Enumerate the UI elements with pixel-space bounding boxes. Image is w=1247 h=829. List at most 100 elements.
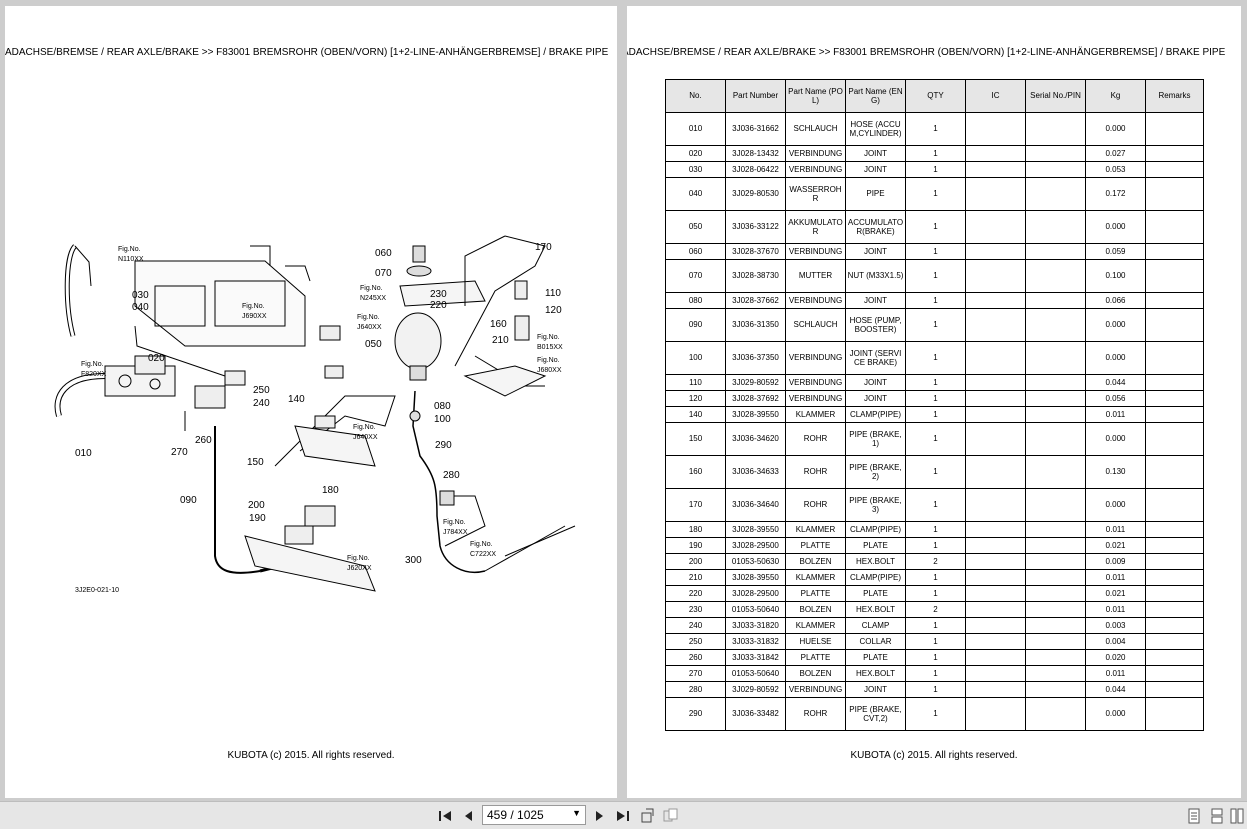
table-cell	[1145, 455, 1204, 489]
table-cell: BOLZEN	[785, 601, 846, 618]
page-number-select[interactable]: 459 / 1025 ▼	[482, 805, 586, 825]
two-page-view-icon[interactable]	[663, 807, 679, 825]
fig-ref-code: N245XX	[360, 295, 386, 302]
table-cell: 1	[905, 537, 966, 554]
table-cell: 3J036-37350	[725, 341, 786, 375]
table-cell: 1	[905, 259, 966, 293]
callout-010: 010	[75, 448, 92, 459]
table-cell: 3J028-06422	[725, 161, 786, 178]
fig-ref-label: Fig.No.	[242, 303, 265, 310]
callout-230: 230	[430, 289, 447, 300]
table-cell: 0.021	[1085, 537, 1146, 554]
table-cell: 0.172	[1085, 177, 1146, 211]
fig-ref-label: Fig.No.	[443, 519, 466, 526]
table-cell: 270	[665, 665, 726, 682]
table-cell	[1025, 537, 1086, 554]
table-cell: 3J036-34640	[725, 488, 786, 522]
table-cell	[1145, 537, 1204, 554]
callout-190: 190	[249, 513, 266, 524]
table-cell: 3J028-29500	[725, 585, 786, 602]
table-cell: 01053-50640	[725, 665, 786, 682]
single-page-view-icon[interactable]	[1187, 807, 1201, 825]
page-number-value: 459 / 1025	[487, 808, 544, 822]
table-cell: 1	[905, 308, 966, 342]
table-cell: 280	[665, 681, 726, 698]
table-cell: 1	[905, 161, 966, 178]
table-cell: 1	[905, 422, 966, 456]
table-cell	[1025, 390, 1086, 407]
table-cell	[965, 553, 1026, 570]
table-cell	[965, 308, 1026, 342]
table-cell: CLAMP(PIPE)	[845, 569, 906, 586]
next-page-icon[interactable]	[593, 807, 607, 825]
table-cell	[1145, 341, 1204, 375]
table-cell: 030	[665, 161, 726, 178]
fig-ref-code: J640XX	[357, 324, 382, 331]
table-cell: 01053-50640	[725, 601, 786, 618]
fig-ref-code: F820XX	[81, 371, 107, 378]
table-cell	[965, 161, 1026, 178]
table-cell: 0.011	[1085, 665, 1146, 682]
table-cell	[965, 681, 1026, 698]
table-cell: 0.100	[1085, 259, 1146, 293]
table-cell	[1145, 617, 1204, 634]
table-cell	[1145, 374, 1204, 391]
table-cell: 150	[665, 422, 726, 456]
table-cell	[965, 569, 1026, 586]
table-cell: 0.004	[1085, 633, 1146, 650]
table-cell: ROHR	[785, 422, 846, 456]
table-cell: 3J033-31842	[725, 649, 786, 666]
table-cell	[1025, 601, 1086, 618]
table-cell	[1145, 585, 1204, 602]
table-cell: 1	[905, 681, 966, 698]
table-cell: JOINT	[845, 292, 906, 309]
table-cell: 080	[665, 292, 726, 309]
callout-270: 270	[171, 447, 188, 458]
fig-ref-code: J784XX	[443, 529, 468, 536]
table-cell	[1145, 681, 1204, 698]
page-header: ADACHSE/BREMSE / REAR AXLE/BRAKE >> F830…	[627, 47, 1226, 58]
table-cell: 3J036-31350	[725, 308, 786, 342]
column-header: Serial No./PIN	[1025, 79, 1086, 113]
previous-page-icon[interactable]	[461, 807, 475, 825]
table-cell	[1145, 308, 1204, 342]
table-cell: PIPE (BRAKE,2)	[845, 455, 906, 489]
table-cell: 1	[905, 585, 966, 602]
facing-view-icon[interactable]	[1230, 807, 1244, 825]
table-cell: 220	[665, 585, 726, 602]
table-cell: SCHLAUCH	[785, 308, 846, 342]
first-page-icon[interactable]	[437, 807, 453, 825]
table-cell: VERBINDUNG	[785, 145, 846, 162]
fig-ref-code: J680XX	[537, 367, 562, 374]
callout-060: 060	[375, 248, 392, 259]
table-cell: 1	[905, 649, 966, 666]
table-cell: 1	[905, 665, 966, 682]
table-cell	[965, 292, 1026, 309]
table-cell: 140	[665, 406, 726, 423]
callout-240: 240	[253, 398, 270, 409]
last-page-icon[interactable]	[615, 807, 631, 825]
table-cell: 0.000	[1085, 112, 1146, 146]
table-cell: 060	[665, 243, 726, 260]
fig-ref-label: Fig.No.	[81, 361, 104, 368]
callout-280: 280	[443, 470, 460, 481]
table-cell	[1025, 585, 1086, 602]
rotate-page-icon[interactable]	[640, 807, 656, 825]
table-cell: 1	[905, 390, 966, 407]
table-cell	[965, 488, 1026, 522]
continuous-view-icon[interactable]	[1210, 807, 1224, 825]
table-cell	[1145, 553, 1204, 570]
table-cell: 070	[665, 259, 726, 293]
page-footer: KUBOTA (c) 2015. All rights reserved.	[227, 750, 395, 761]
fig-ref-label: Fig.No.	[357, 314, 380, 321]
